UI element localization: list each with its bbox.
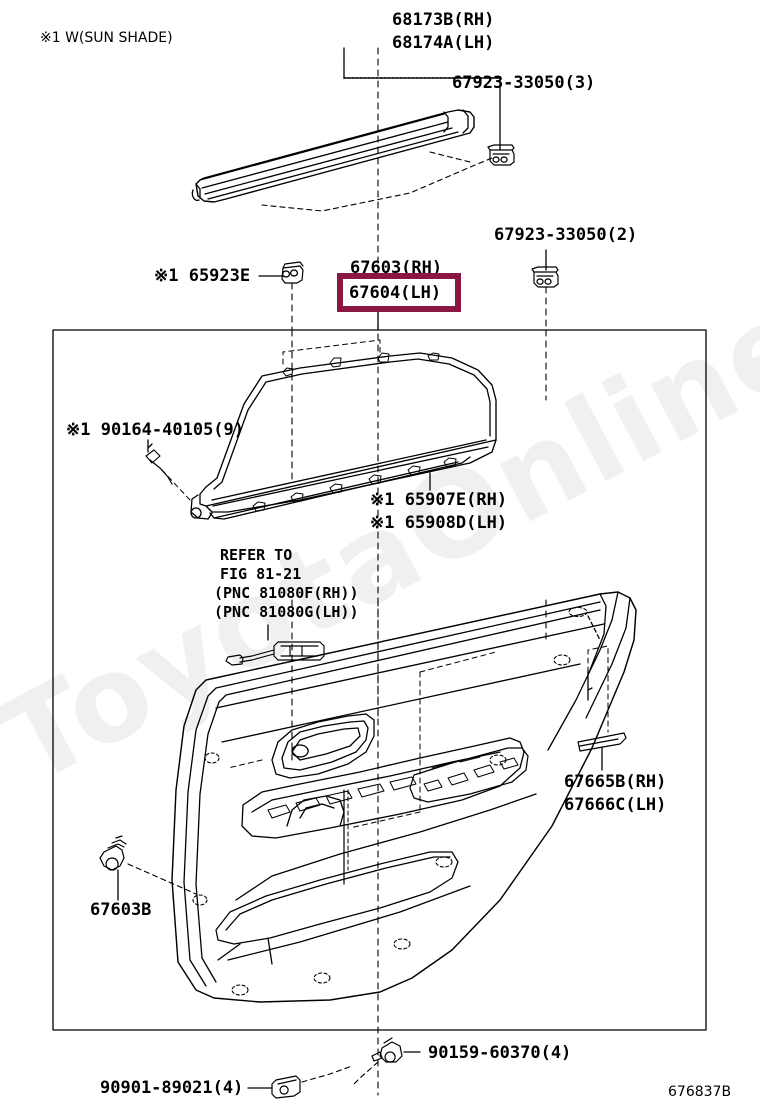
label-68174a-lh: 68174A(LH) [392, 33, 495, 53]
label-67666c-lh: 67666C(LH) [564, 795, 667, 815]
label-67665b-rh: 67665B(RH) [564, 772, 667, 792]
door-trim-outline [171, 591, 637, 1003]
label-67923-33050-2: 67923-33050(2) [494, 225, 638, 245]
label-90901-89021: 90901-89021(4) [100, 1078, 244, 1098]
label-67923-33050-3: 67923-33050(3) [452, 73, 596, 93]
highlight-box-67604 [337, 273, 461, 312]
diagram-code: 676837B [668, 1084, 732, 1100]
clip-glyph-67923-3 [487, 144, 515, 166]
inside-handle-bezel [271, 713, 375, 779]
label-65908d-lh: ※1 65908D(LH) [370, 513, 508, 533]
ornament-glyph-67665b [577, 732, 627, 752]
label-65923e: ※1 65923E [154, 266, 251, 286]
diagram-frame [52, 329, 707, 1031]
label-67604-lh: 67604(LH) [349, 283, 442, 303]
label-67603b: 67603B [90, 900, 152, 920]
clip-glyph-67923-2 [531, 266, 559, 288]
mounting-holes [192, 606, 588, 996]
plug-glyph-67603b [99, 835, 127, 871]
label-68173b-rh: 68173B(RH) [392, 10, 495, 30]
label-90159-60370: 90159-60370(4) [428, 1043, 572, 1063]
refer-line-1: REFER TO [220, 546, 293, 564]
label-65907e-rh: ※1 65907E(RH) [370, 490, 508, 510]
screw-glyph-90159 [371, 1037, 403, 1063]
armrest-outline [241, 737, 525, 839]
refer-line-2: FIG 81-21 [220, 565, 302, 583]
switch-panel [409, 747, 529, 803]
handle-assembly-glyph [225, 641, 325, 666]
refer-line-4: (PNC 81080G(LH)) [214, 603, 359, 621]
clip-glyph-90901 [271, 1075, 301, 1099]
label-90164-40105: ※1 90164-40105(9) [66, 420, 245, 440]
clip-glyph-65923e [281, 261, 304, 284]
door-pocket [215, 851, 459, 945]
refer-line-3: (PNC 81080F(RH)) [214, 584, 359, 602]
screw-glyph-90164 [149, 459, 173, 485]
note-sun-shade: ※1 W(SUN SHADE) [40, 30, 173, 46]
